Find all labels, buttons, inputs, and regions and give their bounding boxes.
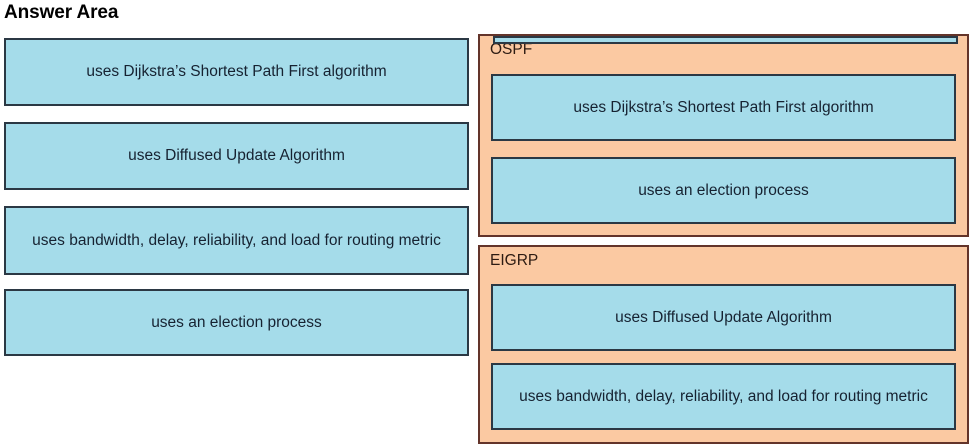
source-option-label: uses an election process xyxy=(151,313,322,331)
source-option-tile[interactable]: uses bandwidth, delay, reliability, and … xyxy=(4,206,469,275)
dropped-option-tile-eigrp[interactable]: uses bandwidth, delay, reliability, and … xyxy=(491,363,956,430)
unplaced-options-column: uses Dijkstra’s Shortest Path First algo… xyxy=(0,0,474,446)
dropped-option-label: uses an election process xyxy=(638,181,809,199)
drop-panel-eigrp-label: EIGRP xyxy=(490,252,539,269)
drop-panel-ospf-label: OSPF xyxy=(490,41,533,58)
source-option-tile[interactable]: uses Dijkstra’s Shortest Path First algo… xyxy=(4,38,469,106)
dropped-option-tile-eigrp[interactable]: uses Diffused Update Algorithm xyxy=(491,284,956,351)
dropped-option-label: uses bandwidth, delay, reliability, and … xyxy=(519,387,928,405)
source-option-label: uses Diffused Update Algorithm xyxy=(128,147,345,164)
source-option-label: uses bandwidth, delay, reliability, and … xyxy=(32,231,441,249)
dropped-option-tile-ospf[interactable]: uses an election process xyxy=(491,157,956,224)
page-title: Answer Area xyxy=(4,2,119,23)
source-option-tile[interactable]: uses Diffused Update Algorithm xyxy=(4,122,469,190)
source-option-label: uses Dijkstra’s Shortest Path First algo… xyxy=(86,63,387,80)
dropped-option-tile-ospf[interactable]: uses Dijkstra’s Shortest Path First algo… xyxy=(491,74,956,141)
source-option-tile[interactable]: uses an election process xyxy=(4,289,469,356)
dropped-option-label: uses Diffused Update Algorithm xyxy=(615,308,832,326)
dropped-option-label: uses Dijkstra’s Shortest Path First algo… xyxy=(573,98,874,116)
